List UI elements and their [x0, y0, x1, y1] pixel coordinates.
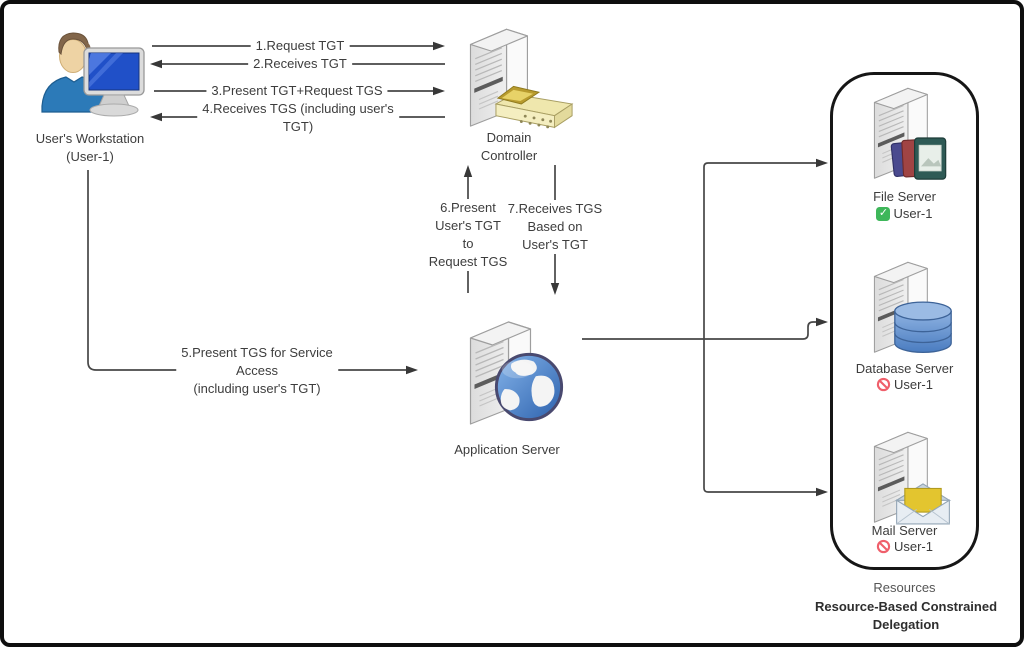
user-workstation-icon — [41, 32, 145, 117]
database-server-label: Database Server — [855, 361, 954, 376]
mail-server-label: Mail Server — [871, 523, 938, 538]
arrow-label-4: 4.Receives TGS (including user's TGT) — [197, 100, 399, 136]
database-icon — [894, 301, 952, 354]
check-icon: ✓ — [876, 206, 891, 221]
file-server-icon — [849, 76, 961, 188]
workstation-label: User's Workstation (User-1) — [35, 131, 145, 164]
arrow-label-3: 3.Present TGT+Request TGS — [206, 82, 388, 100]
mail-server-access-badge: User-1 — [830, 539, 979, 554]
domain-controller-label: Domain Controller — [480, 130, 538, 163]
prohibited-icon — [876, 377, 891, 392]
application-server-label: Application Server — [454, 442, 560, 457]
prohibited-icon — [876, 539, 891, 554]
arrow-label-5: 5.Present TGS for Service Access (includ… — [176, 344, 338, 398]
domain-controller-icon — [450, 14, 574, 132]
globe-icon — [494, 352, 564, 422]
arrow-label-6: 6.Present User's TGT to Request TGS — [423, 199, 513, 271]
folders-icon — [890, 137, 947, 180]
arrow-label-7: 7.Receives TGS Based on User's TGT — [502, 200, 608, 254]
diagram-title: Resource-Based Constrained Delegation — [814, 599, 998, 632]
mail-server-icon — [849, 420, 961, 532]
arrow-label-1: 1.Request TGT — [250, 37, 350, 55]
file-server-label: File Server — [873, 189, 936, 204]
arrow-label-2: 2.Receives TGT — [248, 55, 352, 73]
file-server-access-badge: ✓ User-1 — [830, 206, 979, 221]
application-server-icon — [450, 304, 568, 436]
envelope-icon — [894, 483, 952, 525]
resources-caption: Resources — [873, 580, 936, 595]
database-server-access-badge: User-1 — [830, 377, 979, 392]
card-file-icon — [494, 85, 574, 129]
database-server-icon — [849, 250, 961, 362]
connector-lines — [87, 41, 828, 497]
monitor-icon — [83, 47, 145, 117]
